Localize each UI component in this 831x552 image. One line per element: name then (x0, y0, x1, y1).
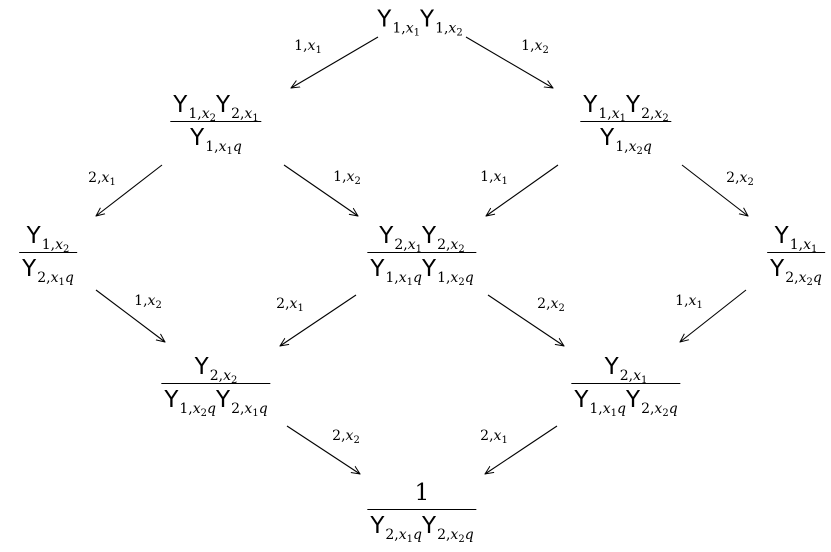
edges-layer (95, 36, 748, 474)
edge-label-l1-c2: 1,x2 (333, 169, 361, 187)
node-top: Y1,x1Y1,x2 (374, 6, 465, 39)
node-denominator: Y1,x2q (600, 125, 652, 157)
node-denominator: Y1,x2qY2,x1q (164, 387, 268, 419)
edge-label-top-l1: 1,x1 (294, 38, 322, 56)
edge-label-r3-bottom: 2,x1 (480, 428, 508, 446)
node-denominator: Y2,x1qY2,x2q (370, 513, 474, 545)
edge-arrow-rr2-r3 (680, 289, 747, 342)
node-numerator: Y1,x1 (774, 223, 818, 255)
fraction-bar (161, 383, 271, 384)
fraction-bar (170, 121, 262, 122)
fraction-bar (571, 383, 681, 384)
node-numerator: Y2,x1Y2,x2 (379, 223, 465, 255)
node-monomial: Y1,x1Y1,x2 (377, 6, 463, 39)
fraction-bar (19, 252, 77, 253)
edge-label-r1-c2: 1,x1 (480, 169, 508, 187)
node-numerator: Y1,x2Y2,x1 (173, 92, 259, 124)
node-numerator: Y1,x2 (26, 223, 70, 255)
node-numerator: Y2,x1 (604, 354, 648, 386)
edge-label-c2-l3: 2,x1 (276, 296, 304, 314)
edge-arrow-r1-c2 (486, 164, 559, 216)
edge-arrow-l3-bottom (286, 425, 360, 474)
edge-label-l1-ll2: 2,x1 (88, 170, 116, 188)
edge-arrow-l1-ll2 (96, 164, 163, 216)
edge-label-top-r1: 1,x2 (521, 38, 549, 56)
edge-label-c2-r3: 2,x2 (537, 296, 565, 314)
edge-label-ll2-l3: 1,x2 (134, 293, 162, 311)
node-denominator: Y1,x1qY2,x2q (574, 387, 678, 419)
edge-label-l3-bottom: 2,x2 (332, 428, 360, 446)
edge-arrow-ll2-l3 (95, 289, 165, 342)
edge-arrow-top-l1 (291, 36, 379, 88)
node-numerator: 1 (414, 480, 430, 506)
edge-arrow-c2-l3 (280, 294, 357, 346)
node-denominator: Y1,x1qY1,x2q (370, 256, 474, 288)
fraction-bar (367, 252, 477, 253)
edge-arrow-l1-c2 (283, 164, 358, 216)
edge-label-rr2-r3: 1,x1 (675, 293, 703, 311)
fraction-bar (580, 121, 672, 122)
fraction-bar (367, 509, 477, 510)
edge-arrow-r1-rr2 (681, 164, 748, 216)
node-numerator: Y2,x2 (194, 354, 238, 386)
edge-label-r1-rr2: 2,x2 (726, 170, 754, 188)
node-denominator: Y2,x1q (22, 256, 74, 288)
node-denominator: Y1,x1q (190, 125, 242, 157)
node-numerator: Y1,x1Y2,x2 (583, 92, 669, 124)
edge-arrow-c2-r3 (487, 294, 564, 346)
fraction-bar (767, 252, 825, 253)
edge-arrow-r3-bottom (485, 425, 558, 474)
edge-arrow-top-r1 (465, 36, 553, 88)
node-denominator: Y2,x2q (770, 256, 822, 288)
